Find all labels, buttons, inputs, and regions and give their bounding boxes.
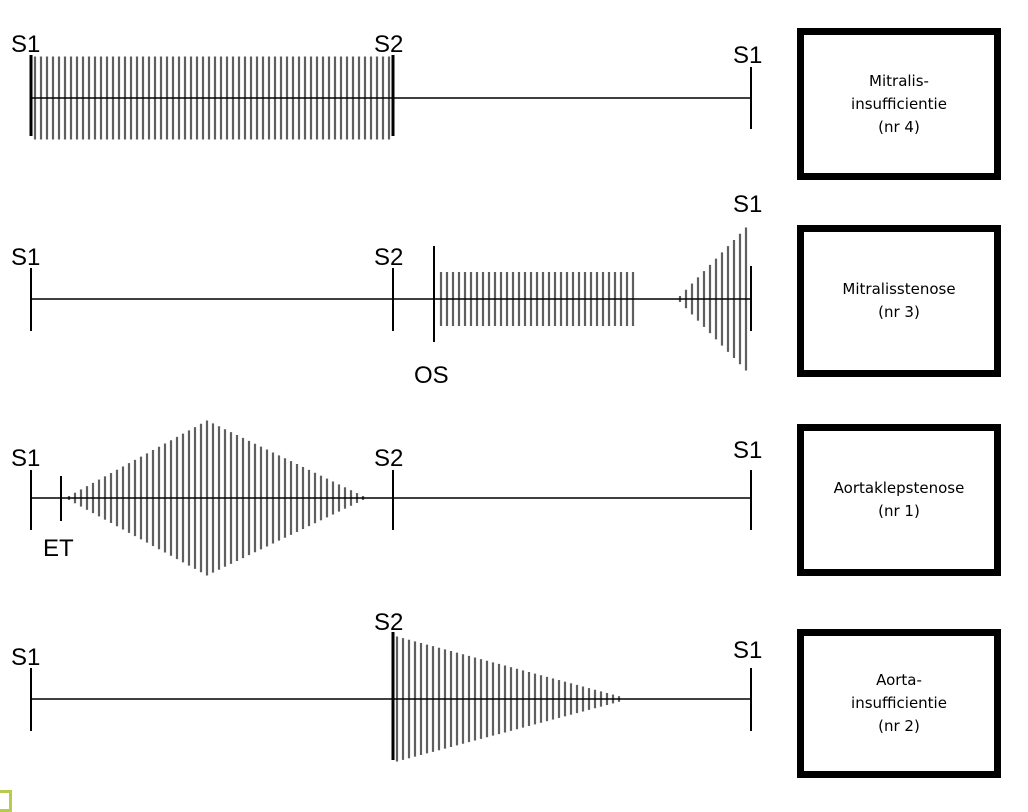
box-text: Mitralis- insufficientie (nr 4) (851, 71, 947, 136)
label-s1-end: S1 (733, 637, 762, 664)
corner-mark (0, 790, 12, 812)
box-text: Aortaklepstenose (nr 1) (833, 479, 965, 520)
label-box-mitral-insufficiency: Mitralis- insufficientie (nr 4) (797, 28, 1001, 180)
label-os: OS (414, 362, 449, 389)
label-s2: S2 (374, 31, 403, 58)
label-s1-end: S1 (733, 437, 762, 464)
label-et: ET (43, 535, 74, 562)
label-s1-start: S1 (11, 244, 40, 271)
label-box-mitral-stenosis: Mitralisstenose (nr 3) (797, 225, 1001, 377)
box-text: Aorta- insufficientie (nr 2) (851, 671, 947, 735)
label-box-aortic-insufficiency: Aorta- insufficientie (nr 2) (797, 629, 1001, 778)
label-s1-end: S1 (733, 191, 762, 218)
label-s1-start: S1 (11, 644, 40, 671)
box-text: Mitralisstenose (nr 3) (842, 280, 956, 321)
label-s1-start: S1 (11, 31, 40, 58)
label-s2: S2 (374, 445, 403, 472)
row-mitral-insufficiency: S1 S2 S1 (11, 31, 762, 140)
label-s1-end: S1 (733, 42, 762, 69)
label-s2: S2 (374, 244, 403, 271)
label-box-aortic-stenosis: Aortaklepstenose (nr 1) (797, 424, 1001, 576)
label-s1-start: S1 (11, 445, 40, 472)
label-s2: S2 (374, 609, 403, 636)
